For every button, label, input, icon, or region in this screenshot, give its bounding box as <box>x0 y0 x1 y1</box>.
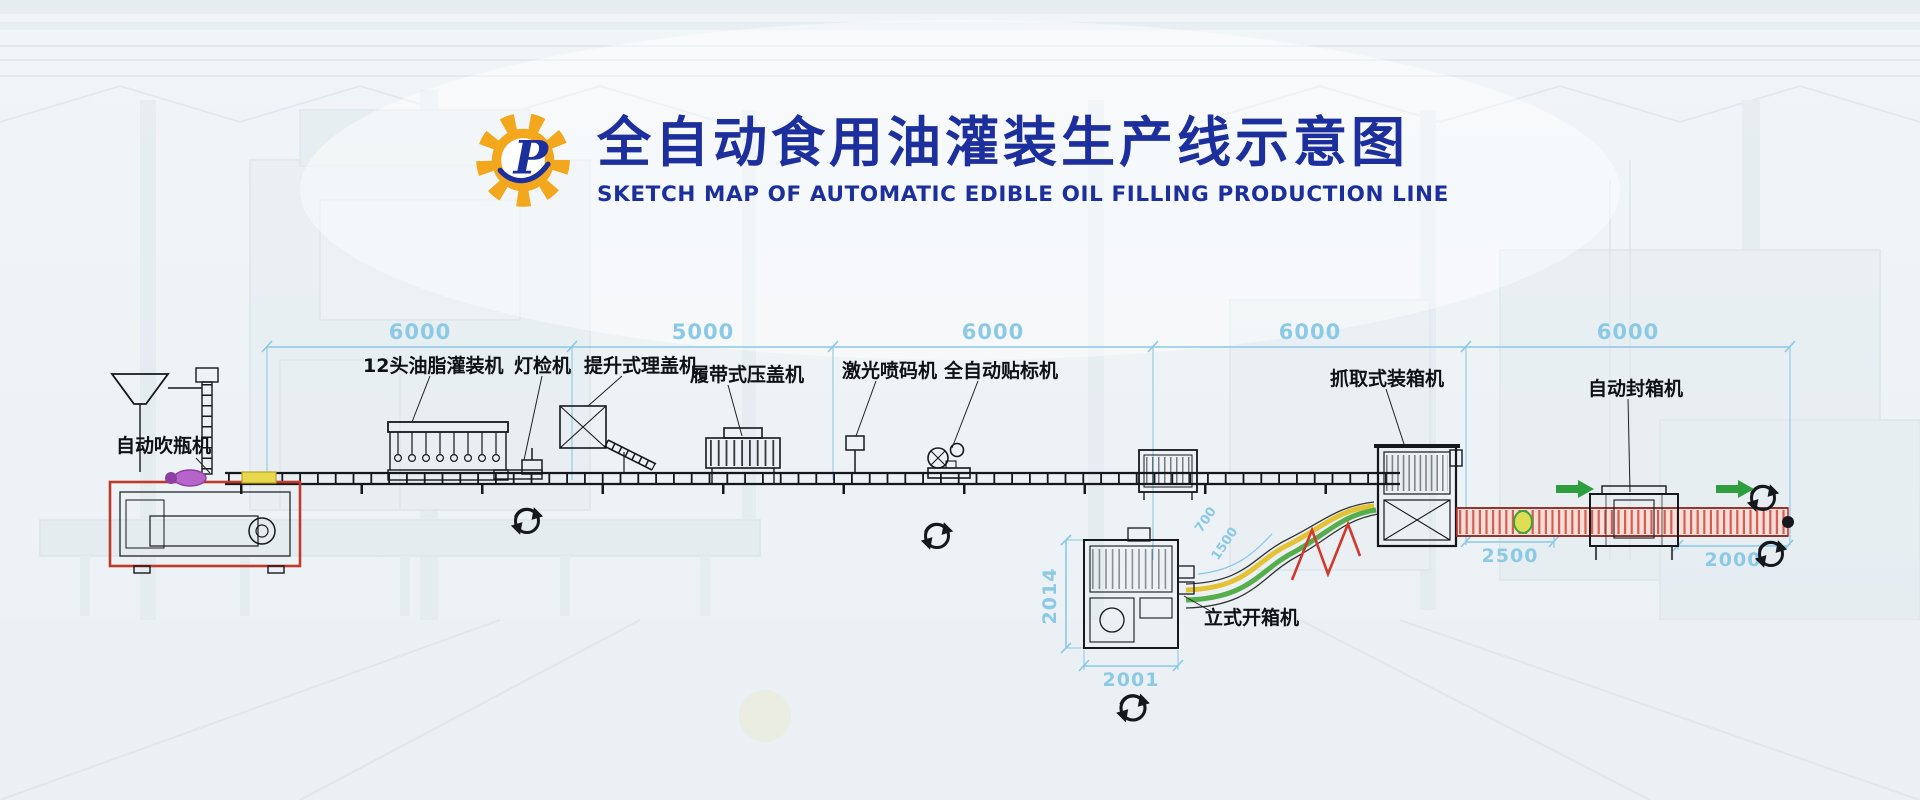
label-capper: 履带式压盖机 <box>690 363 804 386</box>
label-laser-coder: 激光喷码机 <box>842 359 937 382</box>
dim-span-1: 6000 <box>389 320 451 344</box>
preform-blob <box>173 469 207 487</box>
dim-span-4: 6000 <box>1279 320 1341 344</box>
case-packer-machine <box>1374 444 1463 548</box>
dim-packer-outfeed: 2500 <box>1482 545 1539 567</box>
dim-curve-outer: 1500 <box>1209 525 1242 563</box>
logo-letter: P <box>512 131 550 185</box>
main-conveyor <box>225 471 1400 494</box>
label-filler: 12头油脂灌装机 <box>363 354 503 377</box>
dim-span-5: 6000 <box>1597 320 1659 344</box>
flow-arrows <box>1556 480 1754 498</box>
dim-opener-width: 2001 <box>1103 669 1160 691</box>
red-outfeed-conveyor <box>1456 507 1794 537</box>
dim-opener-height: 2014 <box>1039 568 1061 625</box>
banner-header: P 全自动食用油灌装生产线示意图 SKETCH MAP OF AUTOMATIC… <box>471 108 1449 212</box>
dim-span-2: 5000 <box>672 320 734 344</box>
blow-molder-machine <box>108 367 302 574</box>
label-blow-molder: 自动吹瓶机 <box>116 434 211 457</box>
flow-arrow-icon <box>1556 480 1594 498</box>
labeler-machine <box>927 442 971 479</box>
brand-gear-logo: P <box>476 113 570 207</box>
capper-machine <box>705 427 781 484</box>
label-leader-lines <box>195 375 1631 613</box>
page-subtitle: SKETCH MAP OF AUTOMATIC EDIBLE OIL FILLI… <box>597 181 1449 207</box>
light-inspector-machine <box>521 448 543 475</box>
dimension-layer <box>261 340 1796 672</box>
label-case-sealer: 自动封箱机 <box>1588 377 1683 400</box>
red-guide-zigzag <box>1290 520 1362 581</box>
filler-machine <box>387 421 543 481</box>
dim-curve-inner: 700 <box>1192 505 1220 536</box>
curve-conveyor-lanes <box>1185 501 1379 609</box>
bottle-pack <box>1513 510 1533 534</box>
laser-coder-machine <box>845 435 865 474</box>
label-case-packer: 抓取式装箱机 <box>1330 367 1444 390</box>
logo-swoosh-icon <box>497 161 551 184</box>
dim-sealer-outfeed: 2000 <box>1705 549 1762 571</box>
carton-opener-machine <box>1083 527 1195 649</box>
case-sealer-machine <box>1589 485 1679 560</box>
label-light-inspector: 灯检机 <box>514 354 571 377</box>
gear-center-icon <box>501 138 545 182</box>
flow-arrow-icon <box>1716 480 1754 498</box>
dim-span-3: 6000 <box>962 320 1024 344</box>
page-title: 全自动食用油灌装生产线示意图 <box>597 111 1410 175</box>
label-labeler: 全自动贴标机 <box>943 359 1058 382</box>
merge-buffer-machine <box>1138 449 1198 500</box>
label-carton-opener: 立式开箱机 <box>1204 606 1299 629</box>
bottle-batch <box>241 471 277 484</box>
cap-elevator-machine <box>559 405 657 474</box>
title-block: 全自动食用油灌装生产线示意图 SKETCH MAP OF AUTOMATIC E… <box>597 111 1449 207</box>
gear-teeth-icon <box>476 113 570 207</box>
label-cap-elevator: 提升式理盖机 <box>584 354 698 377</box>
